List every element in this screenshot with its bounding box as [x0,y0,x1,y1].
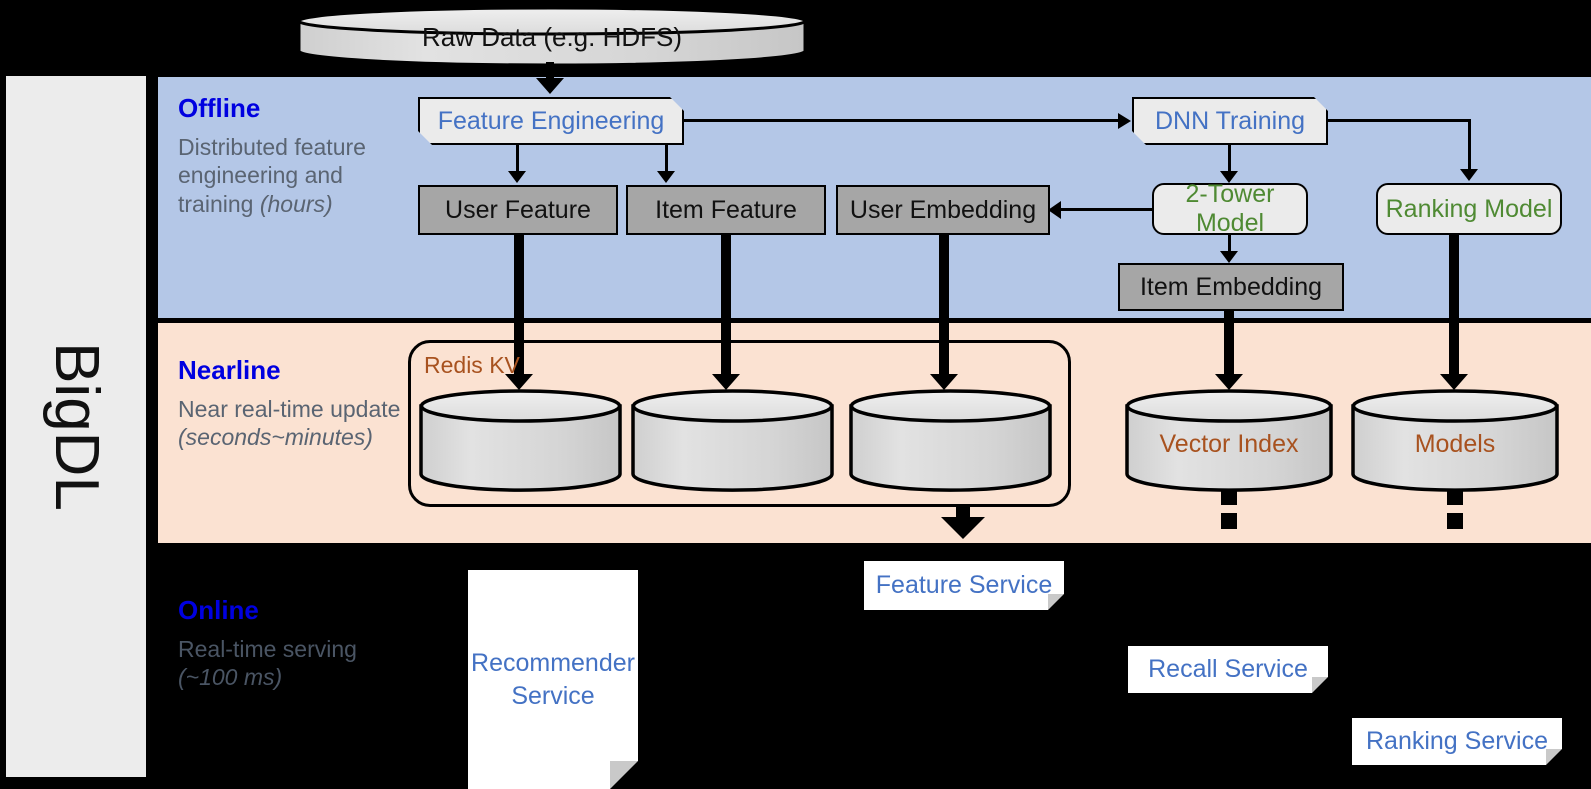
connector-twotower-userembedding [1060,208,1154,211]
phase-nearline: Nearline Near real-time update (seconds~… [178,356,408,452]
redis-kv-group [408,340,1071,507]
page-fold-icon [1048,594,1064,610]
ranking-model-node[interactable]: Ranking Model [1376,183,1562,235]
connector-fe-userfeature [516,145,519,173]
connector-twotower-itemembedding [1228,235,1231,255]
feature-engineering-node[interactable]: Feature Engineering [418,97,684,145]
models-label: Models [1414,430,1496,458]
page-fold-icon [610,761,638,789]
arrowhead-dnn-twotower [1220,171,1238,183]
pipe-userembedding-redis [939,235,949,383]
item-feature-node[interactable]: Item Feature [626,185,826,235]
recall-service-label: Recall Service [1148,655,1308,684]
user-embedding-node[interactable]: User Embedding [836,185,1050,235]
arrowhead-fe-dnn [1118,113,1131,129]
connector-rawdata-fe [546,62,554,84]
arrowhead-fe-userfeature [508,171,526,183]
arrowhead-userembedding-redis [930,374,958,390]
raw-data-label: Raw Data (e.g. HDFS) [421,22,683,52]
item-embedding-label: Item Embedding [1139,272,1323,301]
phase-online-desc: Real-time serving (~100 ms) [178,635,357,691]
feature-engineering-label: Feature Engineering [437,106,665,135]
phase-online: Online Real-time serving (~100 ms) [178,596,408,692]
bigdl-label: BigDL [41,342,111,511]
phase-offline: Offline Distributed feature engineering … [178,94,393,219]
two-tower-model-label: 2-Tower Model [1185,180,1275,237]
redis-kv-label: Redis KV [424,352,520,378]
redis-cylinder-user-feature[interactable] [418,388,623,494]
raw-data-cylinder: Raw Data (e.g. HDFS) [296,5,808,67]
arrowhead-twotower-itemembedding [1220,251,1238,263]
arrowhead-fe-itemfeature [657,171,675,183]
models-cylinder[interactable]: Models [1350,388,1560,494]
stub-redis-featureservice [956,505,970,519]
arrowhead-dnn-ranking [1460,169,1478,181]
ranking-service-node[interactable]: Ranking Service [1352,718,1562,765]
dash-vectorindex-1 [1221,489,1237,505]
connector-fe-itemfeature [665,145,668,173]
pipe-userfeature-redis [514,235,524,383]
recommender-service-label-line2: Service [511,681,595,710]
connector-fe-dnn [684,119,1118,122]
connector-dnn-twotower [1228,145,1231,173]
recommender-service-label-line1: Recommender [471,649,635,677]
dash-models-1 [1447,489,1463,505]
dnn-training-label: DNN Training [1154,106,1306,135]
feature-service-node[interactable]: Feature Service [864,561,1064,610]
user-embedding-label: User Embedding [849,195,1037,224]
phase-nearline-desc: Near real-time update (seconds~minutes) [178,395,401,451]
phase-online-title: Online [178,595,259,625]
vector-index-label: Vector Index [1159,430,1299,458]
user-feature-node[interactable]: User Feature [418,185,618,235]
recall-service-node[interactable]: Recall Service [1128,646,1328,693]
page-fold-icon [1312,677,1328,693]
ranking-service-label: Ranking Service [1365,727,1549,756]
phase-nearline-title: Nearline [178,355,281,385]
arrowhead-itemembedding-vectorindex [1215,374,1243,390]
bigdl-sidebar: BigDL [6,76,146,777]
arrowhead-userfeature-redis [505,374,533,390]
page-fold-icon [1546,749,1562,765]
connector-dnn-ranking-v [1468,119,1471,171]
arrowhead-rankingmodel-models [1440,374,1468,390]
phase-offline-title: Offline [178,93,261,123]
two-tower-model-node[interactable]: 2-Tower Model [1152,180,1308,237]
dash-vectorindex-2 [1221,513,1237,529]
pipe-itemfeature-redis [721,235,731,383]
dash-models-2 [1447,513,1463,529]
redis-cylinder-item-feature[interactable] [630,388,835,494]
item-feature-label: Item Feature [655,195,797,224]
redis-cylinder-user-embedding[interactable] [848,388,1053,494]
user-feature-label: User Feature [445,195,591,224]
arrowhead-itemfeature-redis [712,374,740,390]
arrowhead-rawdata-fe [536,78,564,94]
pipe-rankingmodel-models [1449,235,1459,383]
dnn-training-node[interactable]: DNN Training [1132,97,1328,145]
arrowhead-redis-featureservice [941,517,985,539]
vector-index-cylinder[interactable]: Vector Index [1124,388,1334,494]
item-embedding-node[interactable]: Item Embedding [1118,263,1344,311]
arrowhead-twotower-userembedding [1048,201,1061,219]
raw-data-cylinder-shape [297,6,807,67]
recommender-service-node[interactable]: Recommender Service [468,570,638,789]
connector-dnn-ranking-h [1328,119,1471,122]
ranking-model-label: Ranking Model [1385,194,1553,223]
feature-service-label: Feature Service [875,571,1053,600]
phase-offline-desc: Distributed feature engineering and trai… [178,133,366,218]
pipe-itemembedding-vectorindex [1224,311,1234,383]
